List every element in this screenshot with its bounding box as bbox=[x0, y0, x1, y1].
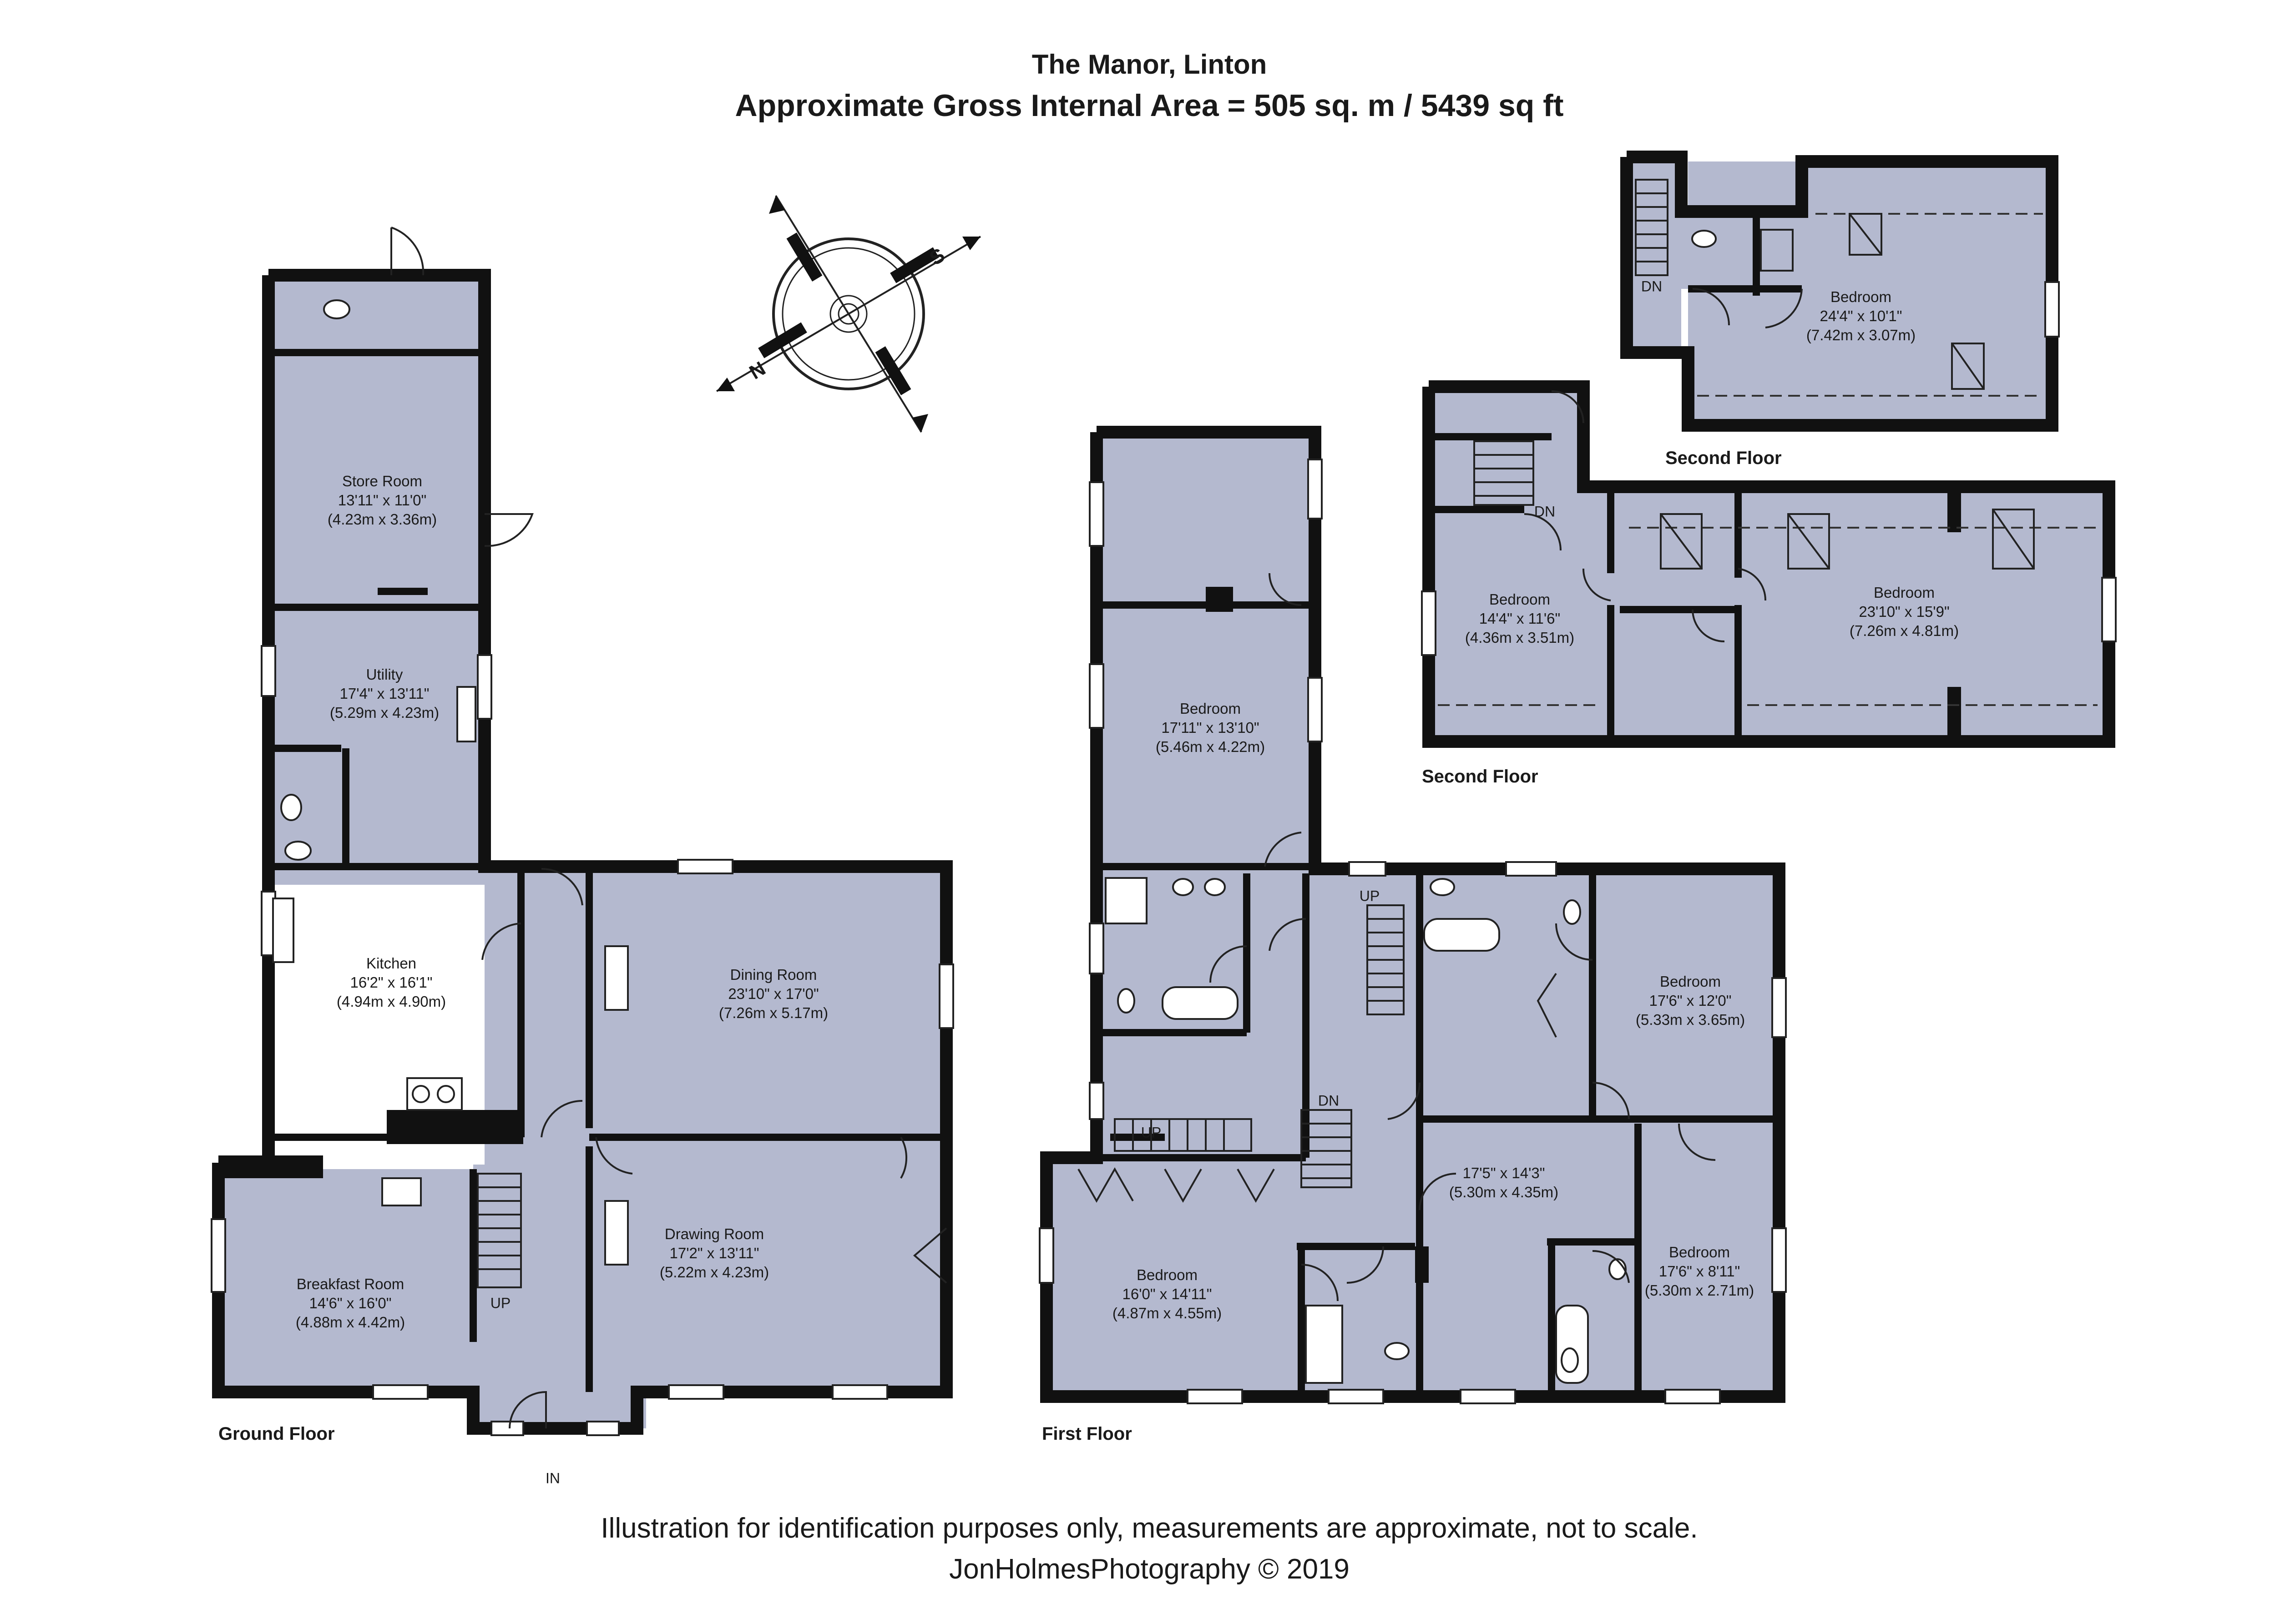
first-stair-down-label: DN bbox=[1318, 1092, 1340, 1109]
ground-stair-up-label: UP bbox=[490, 1295, 511, 1311]
plan-title: The Manor, Linton bbox=[1031, 49, 1267, 80]
ground-floor-plan bbox=[211, 227, 954, 1436]
title-block: The Manor, Linton Approximate Gross Inte… bbox=[0, 45, 2275, 127]
room-label-second-annex-bedroom: Bedroom 24'4" x 10'1" (7.42m x 3.07m) bbox=[1806, 288, 1916, 343]
copyright-credit: JonHolmesPhotography © 2019 bbox=[949, 1553, 1350, 1585]
room-label-drawing-room: Drawing Room 17'2" x 13'11" (5.22m x 4.2… bbox=[659, 1226, 769, 1281]
room-label-first-bedroom-west: Bedroom 16'0" x 14'11" (4.87m x 4.55m) bbox=[1112, 1266, 1222, 1321]
second-floor-annex-plan bbox=[1620, 151, 2060, 432]
room-label-first-bedroom-east-upper: Bedroom 17'6" x 12'0" (5.33m x 3.65m) bbox=[1635, 973, 1745, 1028]
room-label-first-room-centre: 17'5" x 14'3" (5.30m x 4.35m) bbox=[1449, 1165, 1559, 1200]
ground-floor-label: Ground Floor bbox=[218, 1424, 335, 1444]
first-floor-plan bbox=[1039, 426, 1787, 1404]
second-floor-main-plan bbox=[1421, 380, 2117, 748]
first-floor-label: First Floor bbox=[1042, 1424, 1132, 1444]
room-label-store-room: Store Room 13'11" x 11'0" (4.23m x 3.36m… bbox=[327, 473, 437, 528]
entrance-label: IN bbox=[546, 1470, 560, 1487]
room-label-dining-room: Dining Room 23'10" x 17'0" (7.26m x 5.17… bbox=[718, 966, 829, 1021]
second-main-stair-down-label: DN bbox=[1534, 503, 1556, 520]
room-label-first-bedroom-north: Bedroom 17'11" x 13'10" (5.46m x 4.22m) bbox=[1155, 700, 1265, 755]
plan-area-subtitle: Approximate Gross Internal Area = 505 sq… bbox=[735, 88, 1564, 123]
second-annex-stair-down-label: DN bbox=[1641, 278, 1663, 295]
first-stair-up-label-rear: UP bbox=[1141, 1124, 1162, 1141]
room-label-utility: Utility 17'4" x 13'11" (5.29m x 4.23m) bbox=[329, 666, 440, 721]
disclaimer-text: Illustration for identification purposes… bbox=[601, 1513, 1698, 1544]
second-floor-main-label: Second Floor bbox=[1422, 767, 1538, 787]
room-label-second-bedroom-right: Bedroom 23'10" x 15'9" (7.26m x 4.81m) bbox=[1849, 584, 1959, 639]
room-label-second-bedroom-left: Bedroom 14'4" x 11'6" (4.36m x 3.51m) bbox=[1465, 591, 1575, 646]
first-stair-up-label: UP bbox=[1359, 888, 1380, 904]
room-label-kitchen: Kitchen 16'2" x 16'1" (4.94m x 4.90m) bbox=[336, 955, 446, 1010]
room-label-breakfast-room: Breakfast Room 14'6" x 16'0" (4.88m x 4.… bbox=[295, 1276, 405, 1331]
compass-rose-icon bbox=[716, 195, 981, 433]
second-floor-annex-label: Second Floor bbox=[1665, 448, 1782, 468]
room-label-first-bedroom-east-lower: Bedroom 17'6" x 8'11" (5.30m x 2.71m) bbox=[1644, 1244, 1754, 1299]
